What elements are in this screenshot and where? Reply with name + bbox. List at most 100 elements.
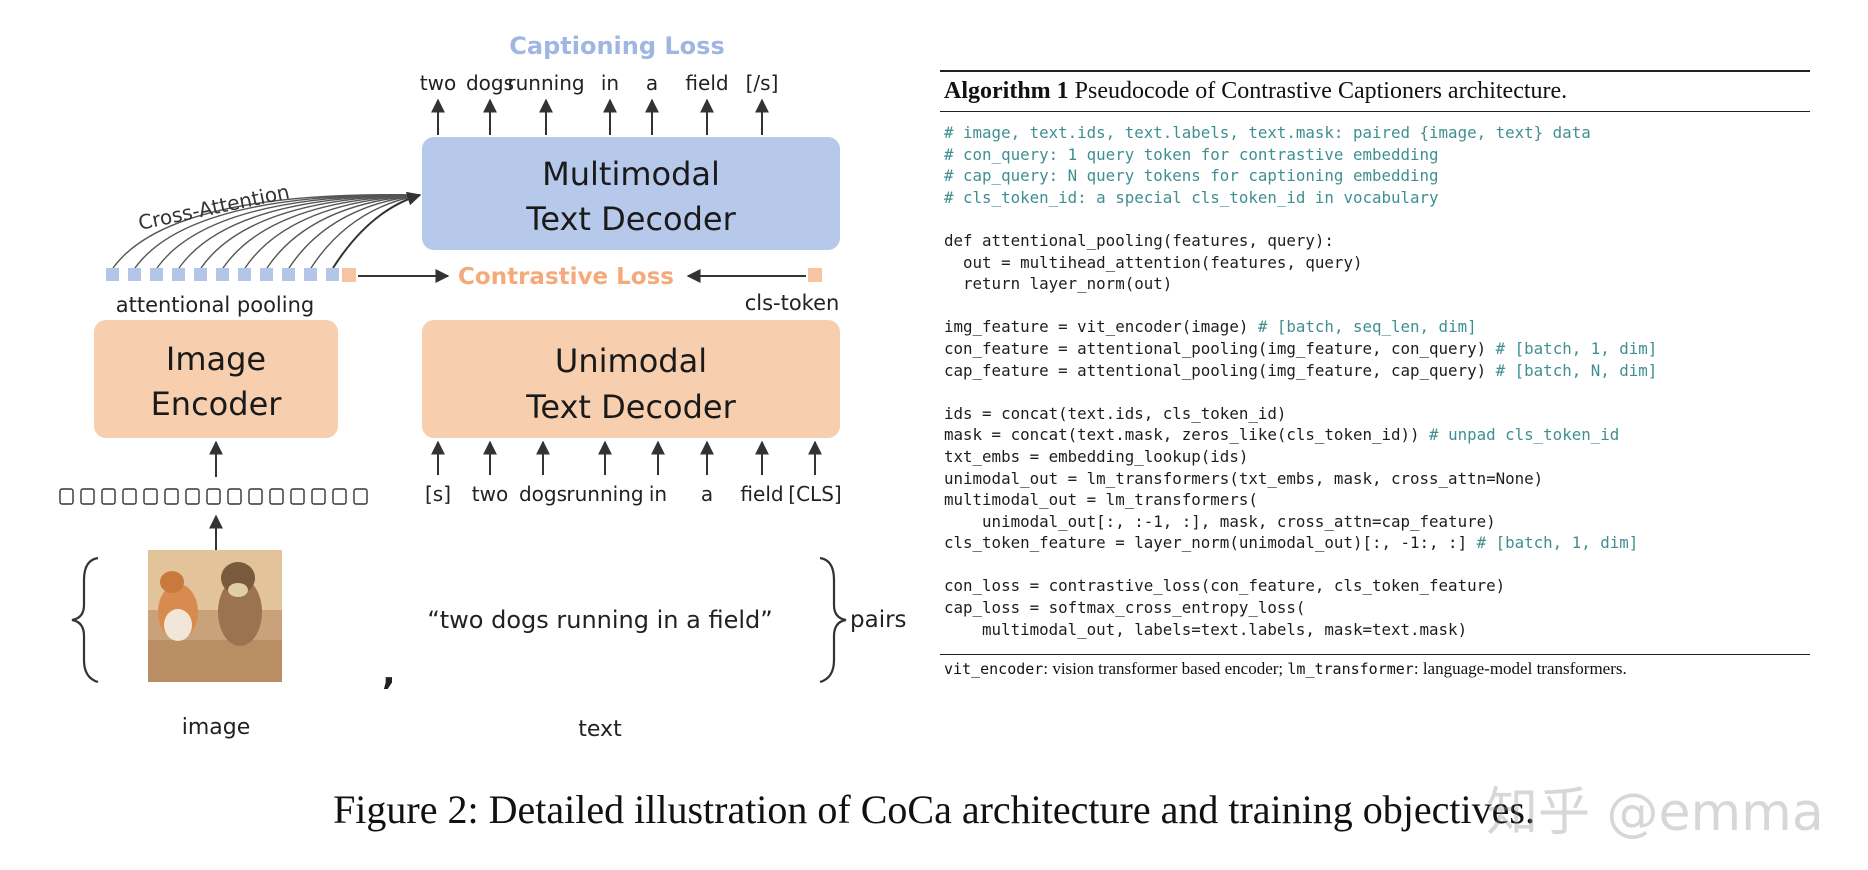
- code-line: mask = concat(text.mask, zeros_like(cls_…: [944, 424, 1806, 446]
- code-text: ids = concat(text.ids, cls_token_id): [944, 403, 1287, 423]
- output-token: a: [646, 71, 658, 95]
- image-encoder-box: [94, 320, 338, 438]
- input-token-row: [s] two dogs running in a field [CLS]: [425, 482, 842, 506]
- code-text: out = multihead_attention(features, quer…: [944, 252, 1363, 272]
- code-line: con_feature = attentional_pooling(img_fe…: [944, 338, 1806, 360]
- code-line: [944, 381, 1806, 403]
- code-text: [944, 555, 954, 574]
- image-encoder-line1: Image: [166, 340, 266, 378]
- code-text: multimodal_out, labels=text.labels, mask…: [944, 619, 1468, 639]
- code-line: img_feature = vit_encoder(image) # [batc…: [944, 316, 1806, 338]
- output-token-row: two dogs running in a field [/s]: [420, 71, 779, 95]
- unimodal-text-decoder-box: [422, 320, 840, 438]
- multimodal-text-decoder-box: [422, 137, 840, 250]
- code-line: cls_token_feature = layer_norm(unimodal_…: [944, 532, 1806, 554]
- code-line: # cap_query: N query tokens for captioni…: [944, 165, 1806, 187]
- input-token: in: [649, 482, 667, 506]
- code-text: unimodal_out[:, :-1, :], mask, cross_att…: [944, 511, 1496, 531]
- code-text: cls_token_feature = layer_norm(unimodal_…: [944, 533, 1477, 553]
- algorithm-footnote: vit_encoder: vision transformer based en…: [940, 655, 1810, 683]
- code-comment: # unpad cls_token_id: [1429, 425, 1620, 445]
- code-comment: # [batch, N, dim]: [1495, 360, 1658, 380]
- multimodal-decoder-line1: Multimodal: [542, 155, 720, 193]
- output-token: [/s]: [746, 71, 779, 95]
- figure-caption: Figure 2: Detailed illustration of CoCa …: [333, 787, 1535, 832]
- code-line: txt_embs = embedding_lookup(ids): [944, 446, 1806, 468]
- algorithm-title-text: Pseudocode of Contrastive Captioners arc…: [1068, 78, 1568, 104]
- input-token: a: [701, 482, 713, 506]
- dog-photo: [148, 550, 282, 682]
- code-text: con_feature = attentional_pooling(img_fe…: [944, 338, 1496, 358]
- text-label: text: [578, 717, 622, 742]
- code-line: cap_feature = attentional_pooling(img_fe…: [944, 360, 1806, 382]
- code-line: [944, 554, 1806, 576]
- code-text: [944, 382, 954, 401]
- footnote-code-2: lm_transformer: [1287, 660, 1414, 679]
- right-brace: [819, 556, 847, 684]
- output-token: running: [507, 71, 584, 95]
- output-arrows: [431, 98, 769, 135]
- code-line: unimodal_out = lm_transformers(txt_embs,…: [944, 468, 1806, 490]
- code-line: ids = concat(text.ids, cls_token_id): [944, 403, 1806, 425]
- output-token: in: [601, 71, 619, 95]
- code-text: # image, text.ids, text.labels, text.mas…: [944, 123, 1591, 142]
- code-text: return layer_norm(out): [944, 274, 1173, 294]
- code-text: unimodal_out = lm_transformers(txt_embs,…: [944, 468, 1544, 488]
- footnote-code-1: vit_encoder: [944, 660, 1044, 679]
- image-encoder-line2: Encoder: [151, 385, 283, 423]
- left-brace: [71, 556, 99, 684]
- code-comment: # [batch, seq_len, dim]: [1257, 317, 1477, 337]
- output-token: two: [420, 71, 456, 95]
- code-text: [944, 209, 954, 228]
- algorithm-bottom-rule: [940, 654, 1810, 656]
- code-line: def attentional_pooling(features, query)…: [944, 230, 1806, 252]
- pseudocode-block: # image, text.ids, text.labels, text.mas…: [940, 112, 1810, 648]
- multimodal-decoder-line2: Text Decoder: [525, 200, 736, 238]
- code-line: [944, 208, 1806, 230]
- code-line: out = multihead_attention(features, quer…: [944, 252, 1806, 274]
- algorithm-title: Algorithm 1 Pseudocode of Contrastive Ca…: [940, 72, 1810, 112]
- code-text: con_loss = contrastive_loss(con_feature,…: [944, 576, 1506, 596]
- code-line: # cls_token_id: a special cls_token_id i…: [944, 187, 1806, 209]
- code-text: mask = concat(text.mask, zeros_like(cls_…: [944, 425, 1430, 445]
- code-text: img_feature = vit_encoder(image): [944, 317, 1258, 337]
- cls-token-label: cls-token: [745, 291, 840, 315]
- attentional-pooling-tokens: [106, 268, 339, 281]
- algorithm-top-rule: [940, 70, 1810, 72]
- code-comment: # [batch, 1, dim]: [1495, 338, 1658, 358]
- code-text: txt_embs = embedding_lookup(ids): [944, 446, 1249, 466]
- unimodal-decoder-line1: Unimodal: [555, 342, 707, 380]
- code-text: [944, 296, 954, 315]
- code-text: # con_query: 1 query token for contrasti…: [944, 144, 1439, 164]
- cross-attention-label: Cross-Attention: [136, 179, 292, 234]
- code-line: multimodal_out = lm_transformers(: [944, 489, 1806, 511]
- contrastive-pool-token: [342, 268, 356, 282]
- pair-comma: ,: [382, 652, 396, 693]
- code-line: multimodal_out, labels=text.labels, mask…: [944, 619, 1806, 641]
- watermark: 知乎 @emma: [1486, 783, 1824, 843]
- input-token: field: [740, 482, 783, 506]
- code-line: [944, 295, 1806, 317]
- code-line: return layer_norm(out): [944, 273, 1806, 295]
- code-line: con_loss = contrastive_loss(con_feature,…: [944, 575, 1806, 597]
- code-text: multimodal_out = lm_transformers(: [944, 490, 1258, 510]
- code-text: cap_feature = attentional_pooling(img_fe…: [944, 360, 1496, 380]
- pairs-label: pairs: [850, 607, 907, 633]
- input-token: two: [472, 482, 508, 506]
- input-token: [s]: [425, 482, 451, 506]
- code-line: # con_query: 1 query token for contrasti…: [944, 144, 1806, 166]
- code-line: unimodal_out[:, :-1, :], mask, cross_att…: [944, 511, 1806, 533]
- algorithm-title-bold: Algorithm 1: [944, 78, 1069, 104]
- algorithm-box: Algorithm 1 Pseudocode of Contrastive Ca…: [940, 70, 1810, 683]
- code-text: def attentional_pooling(features, query)…: [944, 230, 1334, 250]
- cls-token-square: [808, 268, 822, 282]
- coca-architecture-diagram: Captioning Loss two dogs running in a fi…: [59, 32, 907, 742]
- code-line: cap_loss = softmax_cross_entropy_loss(: [944, 597, 1806, 619]
- code-comment: # [batch, 1, dim]: [1476, 533, 1639, 553]
- output-token: field: [685, 71, 728, 95]
- code-line: # image, text.ids, text.labels, text.mas…: [944, 122, 1806, 144]
- footnote-text-2: : language-model transformers.: [1413, 659, 1627, 679]
- unimodal-decoder-line2: Text Decoder: [525, 388, 736, 426]
- image-patch-tokens: [59, 488, 368, 505]
- cross-attention-curves: [112, 191, 422, 269]
